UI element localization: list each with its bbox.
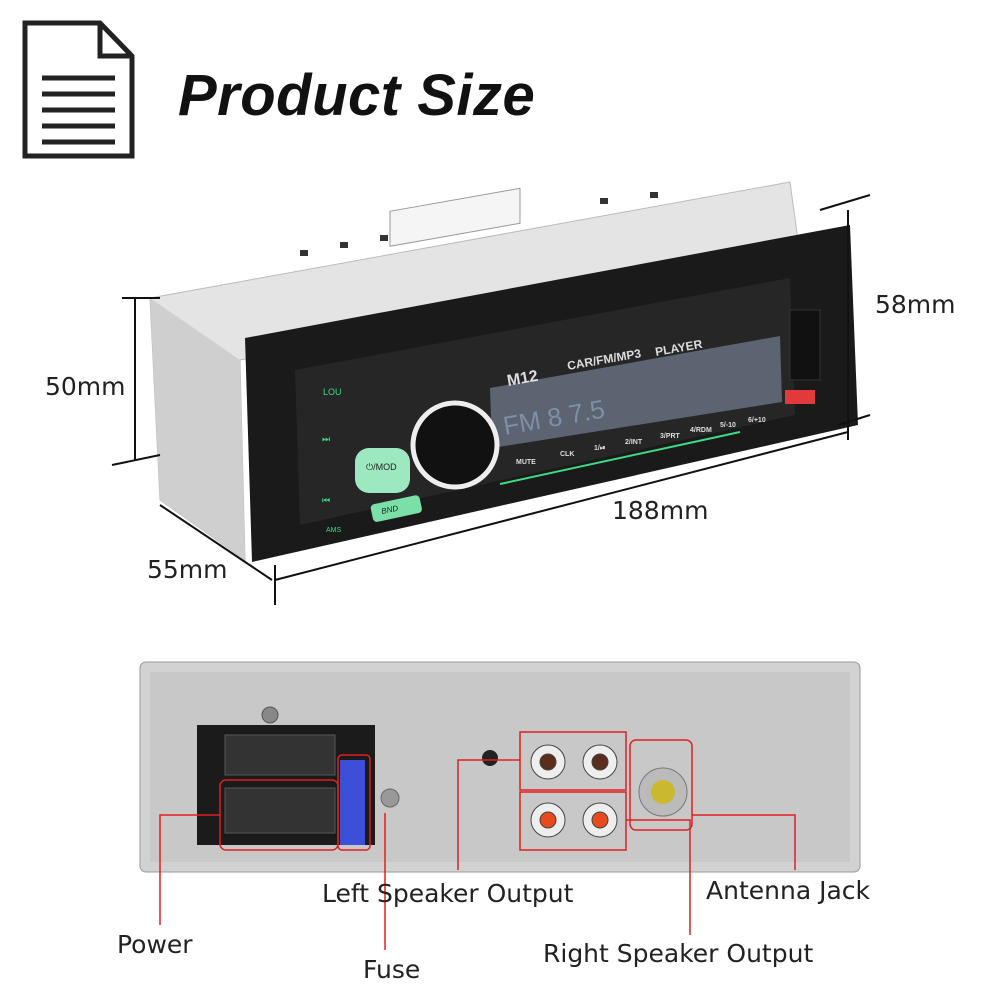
front-product-image: FM 8 7.5 M12 CAR/FM/MP3 PLAYER ⏻/MOD BND… [111, 181, 871, 605]
lou-button-label: LOU [323, 387, 342, 397]
sd-slot [789, 309, 821, 381]
dimension-lines [111, 194, 871, 605]
fuse [340, 760, 365, 845]
preset-1-label: 1/⏯ [594, 445, 605, 452]
preset-3-label: 3/PRT [660, 433, 681, 440]
ams-button-label: AMS [326, 527, 342, 534]
rca-left [530, 744, 618, 780]
label-right-speaker: Right Speaker Output [543, 939, 814, 968]
bnd-button-label: BND [381, 504, 400, 516]
preset-6-label: 6/+10 [748, 417, 766, 424]
bnd-button [370, 495, 422, 522]
next-button-label: ⏭ [322, 434, 330, 444]
model-label: M12 [506, 368, 540, 390]
volume-knob [410, 400, 500, 490]
dimension-body-height: 50mm [45, 372, 126, 401]
label-power: Power [117, 930, 193, 959]
rear-panel-image [139, 661, 861, 950]
label-left-speaker: Left Speaker Output [322, 879, 574, 908]
display [490, 336, 782, 448]
mod-button [355, 448, 410, 493]
preset-5-label: 5/-10 [720, 422, 736, 429]
screw-icon [380, 788, 400, 808]
label-fuse: Fuse [363, 955, 421, 984]
preset-2-label: 2/INT [625, 439, 643, 446]
dimension-width: 188mm [612, 496, 709, 525]
rca-right [530, 802, 618, 838]
mod-button-label: ⏻/MOD [366, 462, 397, 472]
highlight-boxes [159, 731, 796, 950]
clk-button-label: CLK [560, 451, 574, 458]
mute-button-label: MUTE [516, 459, 536, 466]
usb-port [785, 390, 815, 404]
prev-button-label: ⏮ [322, 495, 330, 505]
dimension-depth: 55mm [147, 555, 228, 584]
screw-icon [261, 706, 279, 724]
label-antenna: Antenna Jack [706, 876, 871, 905]
preset-4-label: 4/RDM [690, 427, 712, 434]
document-icon [22, 20, 135, 159]
page-title: Product Size [178, 63, 536, 128]
dimension-face-height: 58mm [875, 290, 956, 319]
